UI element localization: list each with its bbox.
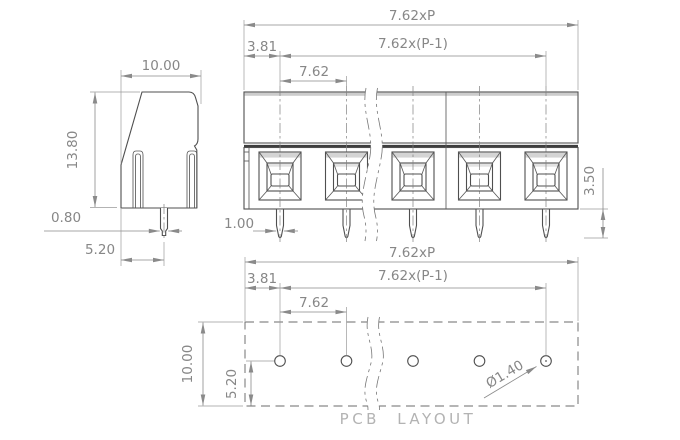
pcb-total-width-dim: 7.62xP (389, 245, 435, 261)
pcb-edge-offset-dim: 3.81 (247, 271, 277, 287)
side-pin-width-dim: 0.80 (51, 210, 81, 226)
pcb-hole-offset-dim: 5.20 (224, 369, 240, 399)
side-slot-left-inner (135, 153, 141, 208)
pcb-layout: 7.62xP 3.81 7.62x(P-1) 7.62 10.00 5.20 Ø… (180, 245, 579, 428)
front-pin-width-dim: 1.00 (224, 216, 254, 232)
front-break-line (361, 87, 383, 242)
front-total-width-dim: 7.62xP (389, 8, 435, 24)
pcb-pitch-dim: 7.62 (299, 295, 329, 311)
side-slot-right (186, 150, 198, 208)
side-slot-right-inner (189, 153, 195, 208)
drill-hole (340, 355, 353, 367)
pcb-span-dim: 7.62x(P-1) (378, 268, 448, 284)
side-height-dim: 13.80 (65, 131, 81, 170)
front-edge-offset-dim: 3.81 (247, 39, 277, 55)
front-pin-length-dim: 3.50 (582, 166, 598, 196)
hole-center-dot (545, 360, 547, 362)
drill-hole (407, 355, 419, 367)
front-span-dim: 7.62x(P-1) (378, 36, 448, 52)
front-pitch-dim: 7.62 (299, 64, 329, 80)
side-body-outline (120, 91, 199, 209)
front-view: 7.62xP 3.81 7.62x(P-1) 7.62 1.00 3.50 (224, 8, 608, 242)
front-centerlines (279, 51, 547, 242)
pcb-outline (244, 321, 579, 407)
pcb-layout-caption: PCB LAYOUT (340, 410, 477, 428)
side-width-dim: 10.00 (142, 58, 181, 74)
pcb-hole-diameter-dim: Ø1.40 (483, 357, 526, 392)
pcb-break-line (364, 316, 384, 411)
drill-hole (274, 355, 286, 367)
side-pin-offset-dim: 5.20 (85, 242, 115, 258)
drill-hole (473, 355, 486, 367)
side-view: 10.00 13.80 0.80 5.20 (44, 58, 202, 266)
pcb-height-dim: 10.00 (180, 345, 196, 384)
side-slot-left (132, 150, 144, 208)
front-upper-housing (243, 91, 579, 144)
